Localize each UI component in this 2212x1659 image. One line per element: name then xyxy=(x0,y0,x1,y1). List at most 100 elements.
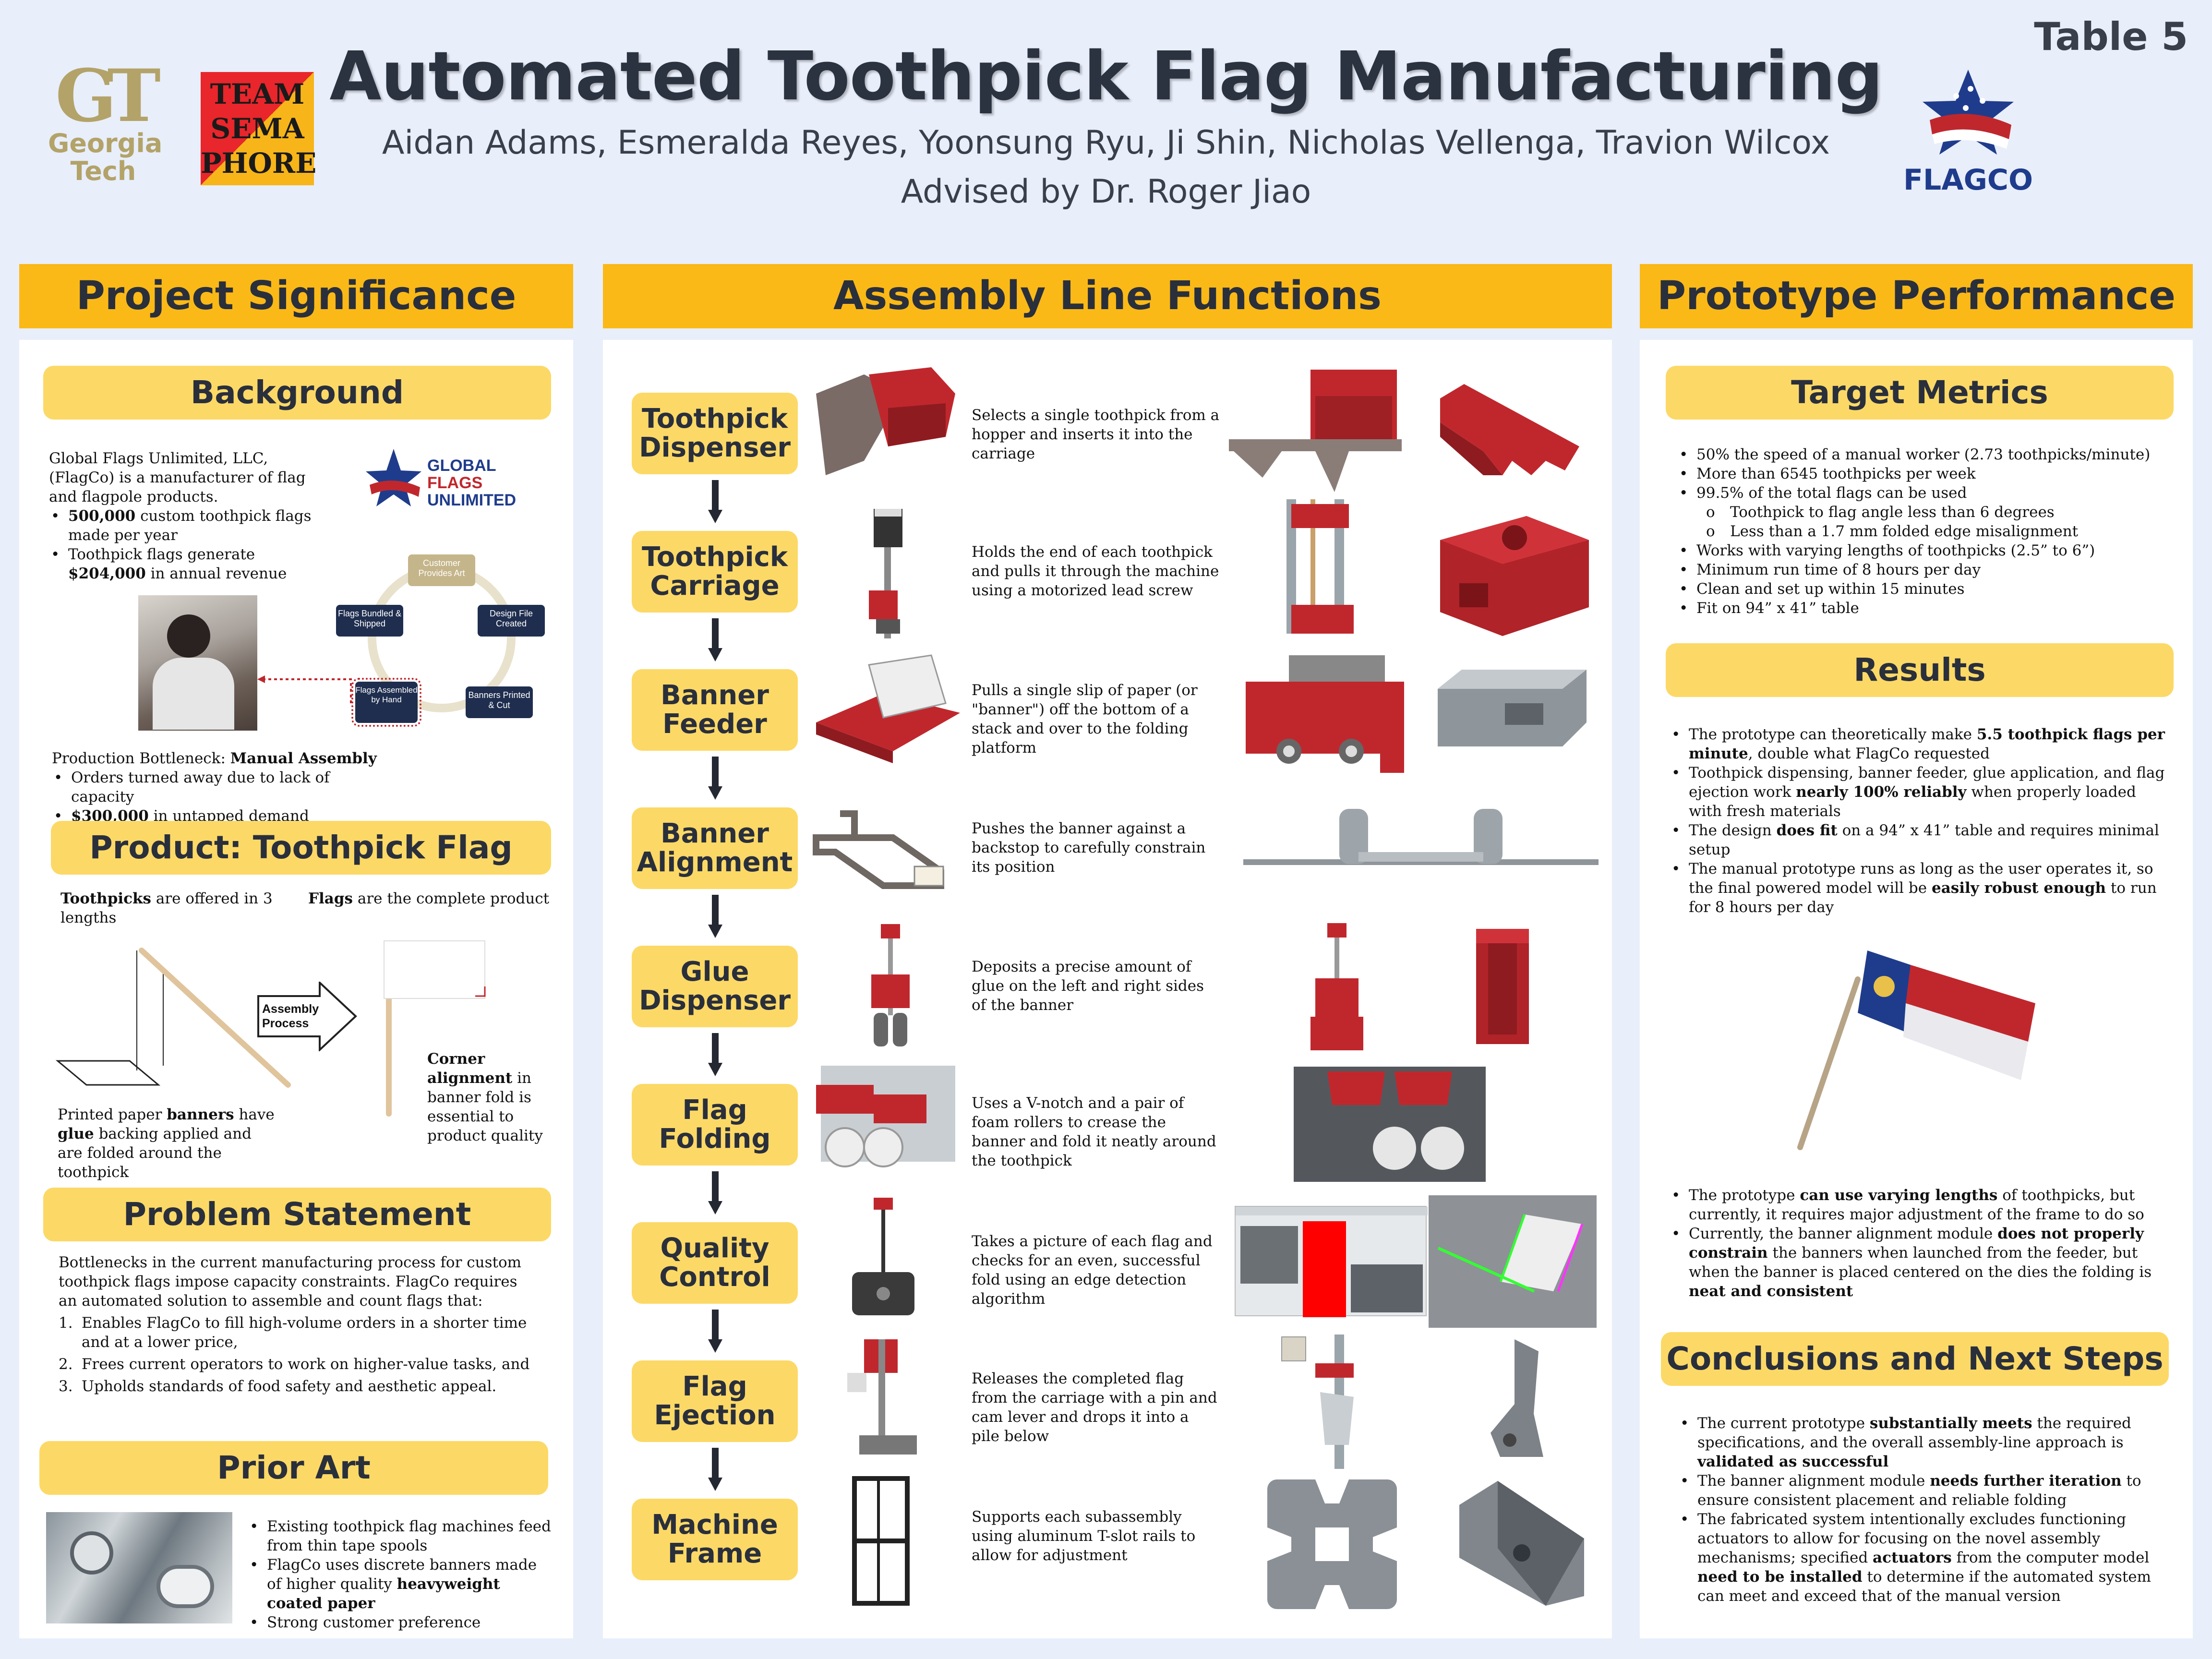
step-banner-alignment: Banner Alignment xyxy=(632,807,798,889)
step-description: Pulls a single slip of paper (or "banner… xyxy=(972,682,1198,757)
star-flag-icon xyxy=(366,449,421,506)
project-significance-heading: Project Significance xyxy=(19,264,573,328)
metric-item: Minimum run time of 8 hours per day xyxy=(1677,560,2157,579)
prior-art-heading: Prior Art xyxy=(39,1441,548,1495)
folding-cad-image xyxy=(816,1066,955,1167)
dispenser-part-image xyxy=(1440,384,1579,475)
flagco-logo: FLAGCO xyxy=(1896,67,2040,197)
step-quality-control: Quality Control xyxy=(632,1222,798,1304)
bottleneck-text: Production Bottleneck: Manual Assembly O… xyxy=(52,749,388,826)
metric-subitem: Less than a 1.7 mm folded edge misalignm… xyxy=(1677,522,2157,541)
process-cycle-diagram: Customer Provides Art Design File Create… xyxy=(326,547,557,730)
gfu-line2: FLAGS xyxy=(427,474,483,492)
target-metrics-list: 50% the speed of a manual worker (2.73 t… xyxy=(1677,445,2157,618)
alignment-assembly-image xyxy=(1243,809,1599,865)
feeder-assembly-image xyxy=(1246,655,1404,773)
conclusions-heading: Conclusions and Next Steps xyxy=(1661,1332,2169,1386)
cycle-step: Flags Assembled by Hand xyxy=(351,678,421,727)
worker-photo xyxy=(138,595,257,731)
background-bullet: 500,000 custom toothpick flags made per … xyxy=(49,506,337,545)
problem-item: 3.Upholds standards of food safety and a… xyxy=(59,1378,497,1395)
results-heading: Results xyxy=(1666,643,2174,697)
step-banner-feeder: Banner Feeder xyxy=(632,669,798,751)
conclusions-list: The current prototype substantially meet… xyxy=(1678,1414,2163,1606)
bottleneck-label: Production Bottleneck: xyxy=(52,750,230,767)
bottleneck-bold: Manual Assembly xyxy=(230,750,377,767)
prototype-performance-heading: Prototype Performance xyxy=(1640,264,2193,328)
metric-item: Clean and set up within 15 minutes xyxy=(1677,579,2157,599)
metric-item: 99.5% of the total flags can be used xyxy=(1677,483,2157,503)
step-toothpick-carriage: Toothpick Carriage xyxy=(632,531,798,613)
glue-part-image xyxy=(1476,929,1529,1044)
conclusion-item: The fabricated system intentionally excl… xyxy=(1678,1510,2163,1606)
step-toothpick-dispenser: Toothpick Dispenser xyxy=(632,393,798,474)
carriage-cad-image xyxy=(869,509,902,638)
qc-edge-detection-image xyxy=(1429,1195,1597,1328)
qc-cad-image xyxy=(852,1198,914,1315)
gt-line1: Georgia xyxy=(48,128,163,158)
assembly-process-label: Assembly Process xyxy=(262,1002,319,1030)
metric-item: Works with varying lengths of toothpicks… xyxy=(1677,541,2157,560)
step-description: Releases the completed flag from the car… xyxy=(972,1370,1217,1445)
team-line1: TEAM xyxy=(210,78,305,110)
step-machine-frame: Machine Frame xyxy=(632,1499,798,1580)
problem-heading: Problem Statement xyxy=(43,1188,551,1241)
finished-flag-illustration xyxy=(384,940,486,1117)
gt-monogram: GT xyxy=(55,54,161,138)
assembly-process-arrow: Assembly Process xyxy=(257,982,358,1051)
metric-subitem: Toothpick to flag angle less than 6 degr… xyxy=(1677,503,2157,522)
prior-art-photo xyxy=(46,1512,232,1623)
background-bullet: Toothpick flags generate $204,000 in ann… xyxy=(49,545,337,583)
carriage-assembly-image xyxy=(1286,499,1354,634)
results-list-2: The prototype can use varying lengths of… xyxy=(1670,1186,2169,1301)
gfu-line3: UNLIMITED xyxy=(427,491,517,509)
product-heading: Product: Toothpick Flag xyxy=(51,821,551,875)
prior-art-text: Existing toothpick flag machines feed fr… xyxy=(248,1517,555,1632)
step-glue-dispenser: Glue Dispenser xyxy=(632,946,798,1027)
folding-assembly-image xyxy=(1294,1067,1486,1182)
cycle-step: Banners Printed & Cut xyxy=(466,686,533,718)
metric-item: 50% the speed of a manual worker (2.73 t… xyxy=(1677,445,2157,464)
ejection-assembly-image xyxy=(1281,1334,1354,1469)
metric-item: More than 6545 toothpicks per week xyxy=(1677,464,2157,483)
step-description: Selects a single toothpick from a hopper… xyxy=(972,407,1220,462)
poster-title: Automated Toothpick Flag Manufacturing xyxy=(329,37,1883,116)
flags-text: Flags are the complete product xyxy=(308,890,550,907)
step-flag-ejection: Flag Ejection xyxy=(632,1360,798,1442)
flagco-wordmark: FLAGCO xyxy=(1903,163,2033,197)
step-description: Pushes the banner against a backstop to … xyxy=(972,820,1206,876)
gfu-line1: GLOBAL xyxy=(427,457,496,475)
corner-alignment-text: Corner alignment in banner fold is essen… xyxy=(427,1050,543,1144)
team-line3: PHORE xyxy=(201,147,317,180)
background-heading: Background xyxy=(43,366,551,420)
feeder-cad-image xyxy=(816,654,960,763)
step-flag-folding: Flag Folding xyxy=(632,1084,798,1166)
prior-art-bullet: FlagCo uses discrete banners made of hig… xyxy=(248,1555,555,1613)
frame-cad-image xyxy=(852,1476,910,1606)
ejection-cad-image xyxy=(847,1339,917,1455)
feeder-part-image xyxy=(1438,670,1587,746)
team-line2: SEMA xyxy=(210,112,304,145)
table-label: Table 5 xyxy=(2034,14,2188,59)
tslot-profile-image xyxy=(1267,1479,1397,1609)
background-text: Global Flags Unlimited, LLC, (FlagCo) is… xyxy=(49,449,337,583)
prior-art-bullet: Strong customer preference xyxy=(248,1613,555,1632)
glue-assembly-image xyxy=(1310,923,1363,1050)
result-item: Currently, the banner alignment module d… xyxy=(1670,1224,2169,1301)
cycle-step: Flags Bundled & Shipped xyxy=(336,605,403,637)
conclusion-item: The banner alignment module needs furthe… xyxy=(1678,1471,2163,1510)
step-description: Takes a picture of each flag and checks … xyxy=(972,1233,1213,1308)
result-item: The prototype can use varying lengths of… xyxy=(1670,1186,2169,1224)
problem-item: 2.Frees current operators to work on hig… xyxy=(59,1356,530,1373)
step-description: Deposits a precise amount of glue on the… xyxy=(972,958,1204,1014)
result-item: The design does fit on a 94” x 41” table… xyxy=(1670,821,2169,859)
advisor-line: Advised by Dr. Roger Jiao xyxy=(901,173,1311,211)
team-semaphore-logo: TEAM SEMA PHORE xyxy=(201,72,317,185)
results-list: The prototype can theoretically make 5.5… xyxy=(1670,725,2169,917)
star-flag-icon xyxy=(1923,70,2014,155)
carriage-part-image xyxy=(1440,516,1589,636)
product-diagram xyxy=(55,948,291,1088)
result-item: The prototype can theoretically make 5.5… xyxy=(1670,725,2169,763)
step-description: Uses a V-notch and a pair of foam roller… xyxy=(972,1094,1216,1169)
toothpicks-text: Toothpicks are offered in 3 lengths xyxy=(60,890,273,926)
